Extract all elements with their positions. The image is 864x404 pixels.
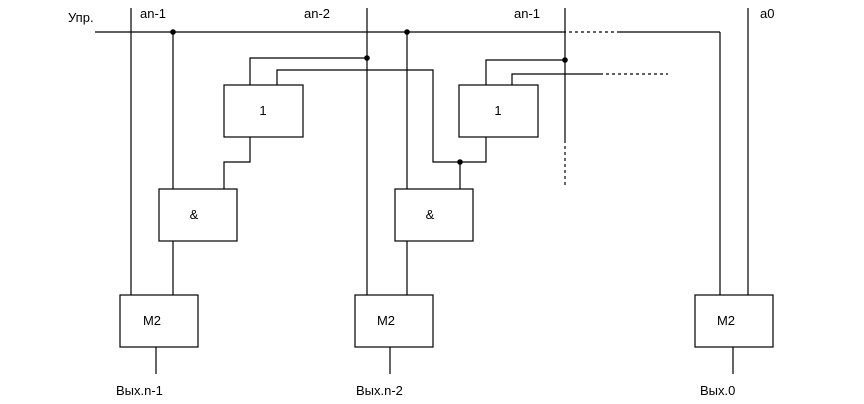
m2-gate-3: M2 [694,294,774,348]
svg-text:M2: M2 [377,313,395,328]
input-label-an-1-left: an-1 [140,6,166,21]
svg-text:M2: M2 [143,313,161,328]
output-label-2: Вых.n-2 [356,383,403,398]
m2-gate-2: M2 [354,294,434,348]
junction-dot [404,29,410,35]
or-gate-1: 1 [223,84,304,138]
junction-dot [364,55,370,61]
and-gate-1: & [158,188,238,242]
svg-text:1: 1 [259,103,266,118]
output-label-1: Вых.n-1 [116,383,163,398]
or-gate-2: 1 [458,84,539,138]
svg-text:&: & [426,207,435,222]
input-label-an-2: an-2 [304,6,330,21]
and-gate-2: & [394,188,474,242]
svg-text:&: & [190,207,199,222]
svg-text:1: 1 [494,103,501,118]
junction-dot [170,29,176,35]
m2-gate-1: M2 [119,294,199,348]
junction-dot [562,57,568,63]
control-label: Упр. [68,10,94,25]
input-label-an-1-right: an-1 [514,6,540,21]
or-1-wiring [223,57,460,189]
output-label-3: Вых.0 [700,383,735,398]
junction-dot [457,159,463,165]
svg-text:M2: M2 [717,313,735,328]
or-2-wiring [459,59,668,189]
input-label-a0: a0 [760,6,774,21]
